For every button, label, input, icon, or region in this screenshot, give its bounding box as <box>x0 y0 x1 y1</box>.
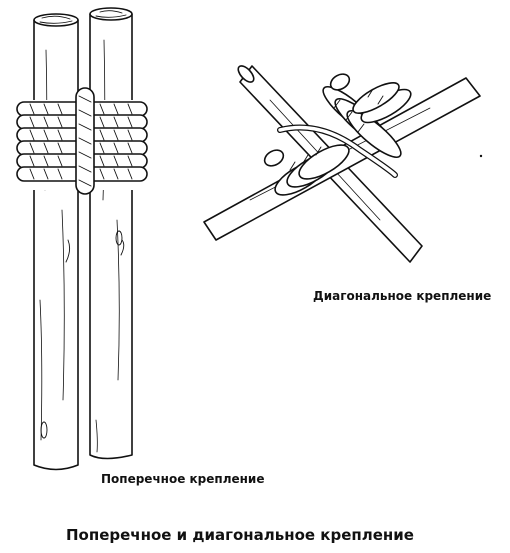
figure-caption: Поперечное и диагональное крепление <box>66 526 414 544</box>
frapping-turns <box>75 87 95 195</box>
dot-mark <box>479 154 483 158</box>
diagonal-lashing-figure <box>203 65 483 263</box>
left-pole <box>33 13 79 471</box>
square-lashing-figure <box>16 7 148 471</box>
square-lashing-label: Поперечное крепление <box>101 472 265 486</box>
diagonal-lashing-label: Диагональное крепление <box>313 289 492 303</box>
diagonal-coils <box>263 73 412 196</box>
right-pole <box>89 7 133 460</box>
